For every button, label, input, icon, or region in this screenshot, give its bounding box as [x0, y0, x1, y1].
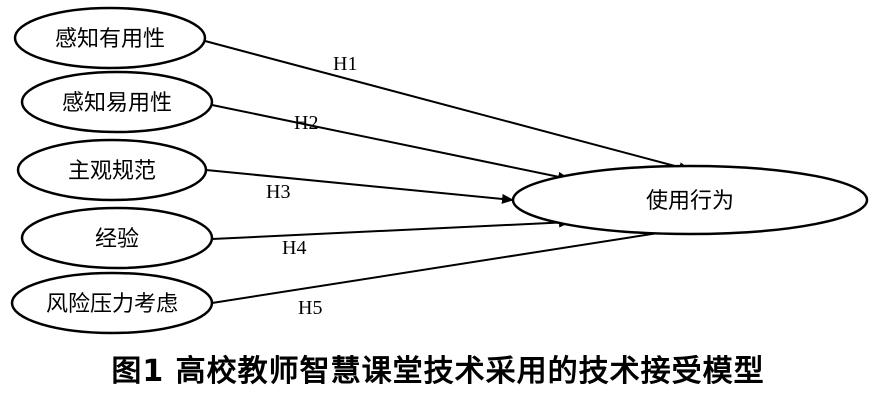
node-subjective-norm-label: 主观规范 [68, 159, 156, 184]
edge-h3 [205, 169, 514, 204]
node-experience [20, 206, 214, 270]
node-perceived-usefulness [13, 6, 207, 70]
node-subjective-norm [16, 138, 208, 202]
node-experience-label: 经验 [95, 227, 139, 252]
edge-label-h5: H5 [298, 297, 322, 319]
node-risk-pressure [10, 271, 214, 335]
edge-h4 [211, 217, 571, 240]
edge-label-h4: H4 [282, 237, 306, 259]
node-risk-pressure-label: 风险压力考虑 [46, 292, 178, 317]
edge-label-h3: H3 [266, 181, 290, 203]
node-usage-behavior-label: 使用行为 [646, 189, 734, 214]
figure-caption: 图1 高校教师智慧课堂技术采用的技术接受模型 [111, 354, 765, 389]
node-perceived-ease-of-use [20, 70, 214, 134]
edge-label-h2: H2 [294, 112, 318, 134]
edge-h2 [211, 104, 570, 182]
edge-h1 [204, 40, 691, 173]
node-usage-behavior [511, 164, 869, 236]
edge-h5 [211, 224, 691, 304]
node-perceived-usefulness-label: 感知有用性 [55, 27, 165, 52]
edge-label-h1: H1 [333, 53, 357, 75]
node-perceived-ease-of-use-label: 感知易用性 [62, 91, 172, 116]
